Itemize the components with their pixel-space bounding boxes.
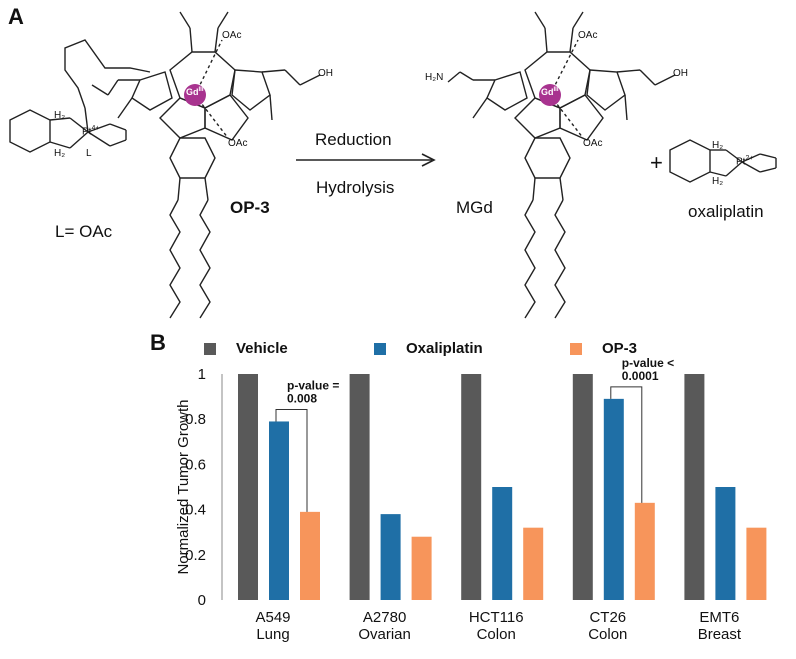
oxali-pt-label: Pt2+ bbox=[736, 155, 754, 168]
x-category-label: HCT116 bbox=[469, 609, 524, 626]
legend-swatch-op3 bbox=[570, 343, 582, 355]
op3-pt-nh2-bottom: H₂ bbox=[54, 148, 66, 159]
arrow-label-reduction: Reduction bbox=[315, 130, 392, 149]
x-category-label: Ovarian bbox=[358, 626, 411, 643]
scheme-structures bbox=[9, 11, 777, 319]
bar-oxaliplatin bbox=[269, 421, 289, 600]
op3-ether-chains bbox=[169, 137, 216, 319]
mgd-oh: OH bbox=[673, 68, 688, 79]
p-value-annotation: p-value < bbox=[622, 356, 674, 370]
mgd-oac-top: OAc bbox=[578, 30, 598, 41]
p-value-annotation: 0.008 bbox=[287, 391, 317, 405]
op3-oh: OH bbox=[318, 68, 333, 79]
mgd-texaphyrin-core bbox=[447, 11, 676, 141]
op3-pt-nh2-top: H₂ bbox=[54, 110, 66, 121]
panel-a-label: A bbox=[8, 4, 24, 29]
op3-pt-l-label: L bbox=[86, 148, 92, 159]
mgd-gd-center bbox=[539, 84, 561, 106]
bar-op-3 bbox=[746, 527, 767, 600]
oxali-nh2-top: H₂ bbox=[712, 140, 724, 151]
reaction-scheme bbox=[0, 0, 796, 325]
op3-oac-bottom: OAc bbox=[228, 138, 248, 149]
x-category-label: Breast bbox=[698, 626, 742, 643]
oxali-nh2-bottom: H₂ bbox=[712, 176, 724, 187]
mgd-ether-chains bbox=[524, 137, 571, 319]
y-tick-label: 0 bbox=[198, 592, 206, 609]
op3-coordination-bonds bbox=[194, 39, 229, 139]
y-axis-title: Normalized Tumor Growth bbox=[175, 399, 192, 574]
bar-op-3 bbox=[634, 502, 655, 600]
legend-label-oxaliplatin: Oxaliplatin bbox=[406, 340, 483, 357]
legend-swatch-oxaliplatin bbox=[374, 343, 386, 355]
chart-legend: Vehicle Oxaliplatin OP-3 bbox=[0, 330, 796, 360]
y-tick-label: 0.8 bbox=[185, 411, 206, 428]
bar-op-3 bbox=[523, 527, 544, 600]
bar-vehicle bbox=[349, 374, 370, 600]
product-mgd: MGd bbox=[456, 198, 493, 217]
x-category-label: Lung bbox=[256, 626, 289, 643]
y-tick-label: 1 bbox=[198, 366, 206, 383]
op3-oac-top: OAc bbox=[222, 30, 242, 41]
y-tick-label: 0.2 bbox=[185, 547, 206, 564]
op3-gd-center bbox=[184, 84, 206, 106]
y-tick-label: 0.4 bbox=[185, 502, 206, 519]
p-value-annotation: p-value = bbox=[287, 378, 339, 392]
prodrug-name: OP-3 bbox=[230, 198, 270, 217]
op3-pt-complex bbox=[9, 39, 151, 153]
bar-oxaliplatin bbox=[380, 514, 401, 600]
mgd-coordination-bonds bbox=[549, 39, 584, 139]
legend-swatch-vehicle bbox=[204, 343, 216, 355]
bar-vehicle bbox=[684, 374, 705, 600]
product-oxaliplatin: oxaliplatin bbox=[688, 202, 764, 221]
bar-vehicle bbox=[238, 374, 258, 600]
mgd-amine: H₂N bbox=[425, 72, 444, 83]
significance-bracket bbox=[275, 408, 308, 512]
x-category-label: A549 bbox=[255, 609, 290, 626]
x-category-label: CT26 bbox=[589, 609, 626, 626]
op3-gd-label: GdIII bbox=[186, 87, 204, 97]
op3-texaphyrin-core bbox=[91, 11, 321, 141]
x-category-label: A2780 bbox=[363, 609, 406, 626]
x-category-label: Colon bbox=[477, 626, 516, 643]
bar-vehicle bbox=[572, 374, 593, 600]
op3-pt-label: Pt4+ bbox=[82, 125, 100, 138]
legend-label-vehicle: Vehicle bbox=[236, 340, 288, 357]
significance-bracket bbox=[610, 386, 643, 503]
bar-oxaliplatin bbox=[715, 487, 736, 600]
arrow-label-hydrolysis: Hydrolysis bbox=[316, 178, 395, 197]
panel-b-label: B bbox=[150, 330, 166, 355]
bar-op-3 bbox=[411, 536, 432, 600]
bar-oxaliplatin bbox=[492, 487, 513, 600]
oxaliplatin-structure bbox=[669, 139, 777, 183]
bar-op-3 bbox=[300, 511, 320, 600]
legend-label-op3: OP-3 bbox=[602, 340, 638, 357]
ligand-definition: L= OAc bbox=[55, 222, 113, 241]
plus-sign: + bbox=[650, 150, 663, 175]
bar-vehicle bbox=[461, 374, 482, 600]
y-tick-label: 0.6 bbox=[185, 456, 206, 473]
bar-oxaliplatin bbox=[603, 398, 624, 600]
p-value-annotation: 0.0001 bbox=[622, 369, 659, 383]
x-category-label: Colon bbox=[588, 626, 627, 643]
x-category-label: EMT6 bbox=[699, 609, 739, 626]
mgd-oac-bottom: OAc bbox=[583, 138, 603, 149]
mgd-gd-label: GdIII bbox=[541, 87, 559, 97]
